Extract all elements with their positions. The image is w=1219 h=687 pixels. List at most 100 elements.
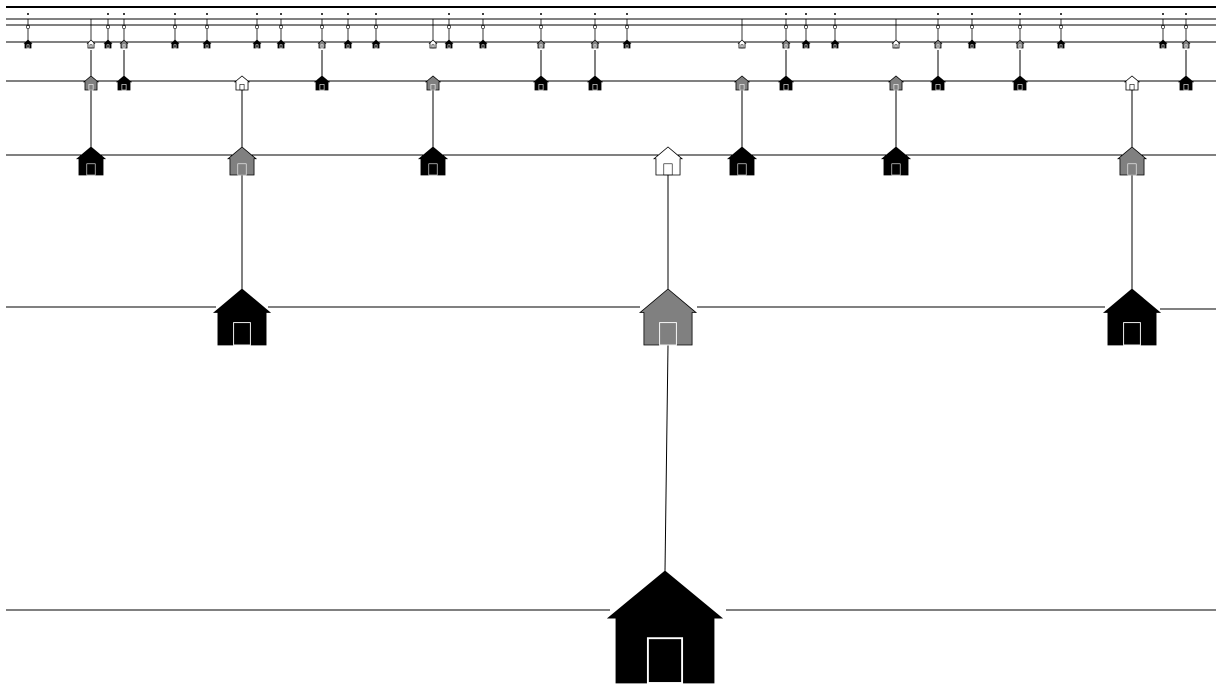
house-level-4 xyxy=(86,39,96,49)
house-level-6 xyxy=(805,13,807,15)
house-door xyxy=(663,163,673,176)
house-door xyxy=(255,44,259,49)
house-level-6 xyxy=(937,13,939,15)
house-shape xyxy=(929,75,947,91)
house-shape xyxy=(82,75,100,91)
house-door xyxy=(205,44,209,49)
house-door xyxy=(659,322,677,346)
house-level-3 xyxy=(424,75,442,91)
house-level-6 xyxy=(785,13,787,15)
house-shape xyxy=(212,288,272,346)
house-shape xyxy=(343,39,353,49)
house-door xyxy=(539,44,543,49)
house-shape xyxy=(606,570,724,684)
house-level-3 xyxy=(887,75,905,91)
house-level-5 xyxy=(1161,25,1165,29)
house-door xyxy=(239,84,245,91)
house-level-6 xyxy=(834,13,836,15)
house-shape xyxy=(967,39,977,49)
house-shape xyxy=(1011,75,1029,91)
house-level-3 xyxy=(82,75,100,91)
house-door xyxy=(833,44,837,49)
house-level-3 xyxy=(586,75,604,91)
house-level-4 xyxy=(536,39,546,49)
house-level-2 xyxy=(1116,146,1148,176)
house-level-5 xyxy=(205,25,209,29)
house-level-6 xyxy=(206,13,208,15)
house-level-5 xyxy=(374,25,378,29)
house-level-6 xyxy=(280,13,282,15)
house-door xyxy=(1018,44,1022,49)
house-shape xyxy=(103,39,113,49)
house-shape xyxy=(313,75,331,91)
house-level-5 xyxy=(320,25,324,29)
house-door xyxy=(319,84,325,91)
house-level-4 xyxy=(202,39,212,49)
house-level-5 xyxy=(936,25,940,29)
house-shape xyxy=(23,39,33,49)
house-door xyxy=(431,44,435,49)
house-level-6 xyxy=(375,13,377,15)
house-shape xyxy=(891,39,901,49)
house-shape xyxy=(202,39,212,49)
house-shape xyxy=(1056,39,1066,49)
house-door xyxy=(1183,84,1189,91)
house-shape xyxy=(726,146,758,176)
house-door xyxy=(936,44,940,49)
house-door xyxy=(646,637,684,684)
house-level-6 xyxy=(347,13,349,15)
house-level-5 xyxy=(804,25,808,29)
house-level-6 xyxy=(971,13,973,15)
house-level-5 xyxy=(625,25,629,29)
house-level-2 xyxy=(75,146,107,176)
house-door xyxy=(1129,84,1135,91)
house-level-5 xyxy=(173,25,177,29)
house-level-5 xyxy=(255,25,259,29)
house-level-4 xyxy=(781,39,791,49)
connector xyxy=(664,344,669,572)
house-door xyxy=(625,44,629,49)
level-lines xyxy=(6,6,1216,611)
house-level-1 xyxy=(212,288,272,346)
house-shape xyxy=(317,39,327,49)
house-level-5 xyxy=(1018,25,1022,29)
house-door xyxy=(447,44,451,49)
house-level-3 xyxy=(733,75,751,91)
house-door xyxy=(783,84,789,91)
house-door xyxy=(89,44,93,49)
house-door xyxy=(894,44,898,49)
house-level-3 xyxy=(313,75,331,91)
house-level-4 xyxy=(622,39,632,49)
house-level-4 xyxy=(276,39,286,49)
house-level-3 xyxy=(532,75,550,91)
house-shape xyxy=(428,39,438,49)
house-level-3 xyxy=(777,75,795,91)
house-shape xyxy=(226,146,258,176)
house-level-3 xyxy=(115,75,133,91)
house-shape xyxy=(590,39,600,49)
house-level-6 xyxy=(594,13,596,15)
house-level-6 xyxy=(27,13,29,15)
house-shape xyxy=(1102,288,1162,346)
house-level-4 xyxy=(252,39,262,49)
house-shape xyxy=(1015,39,1025,49)
house-level-4 xyxy=(444,39,454,49)
house-level-6 xyxy=(174,13,176,15)
house-level-4 xyxy=(23,39,33,49)
house-door xyxy=(1127,163,1137,176)
house-shape xyxy=(417,146,449,176)
house-shape xyxy=(119,39,129,49)
house-shape xyxy=(1158,39,1168,49)
house-door xyxy=(173,44,177,49)
house-shape xyxy=(887,75,905,91)
house-shape xyxy=(652,146,684,176)
house-level-4 xyxy=(371,39,381,49)
house-shape xyxy=(478,39,488,49)
house-door xyxy=(237,163,247,176)
house-level-2 xyxy=(226,146,258,176)
house-shape xyxy=(638,288,698,346)
house-level-4 xyxy=(119,39,129,49)
house-level-6 xyxy=(1185,13,1187,15)
